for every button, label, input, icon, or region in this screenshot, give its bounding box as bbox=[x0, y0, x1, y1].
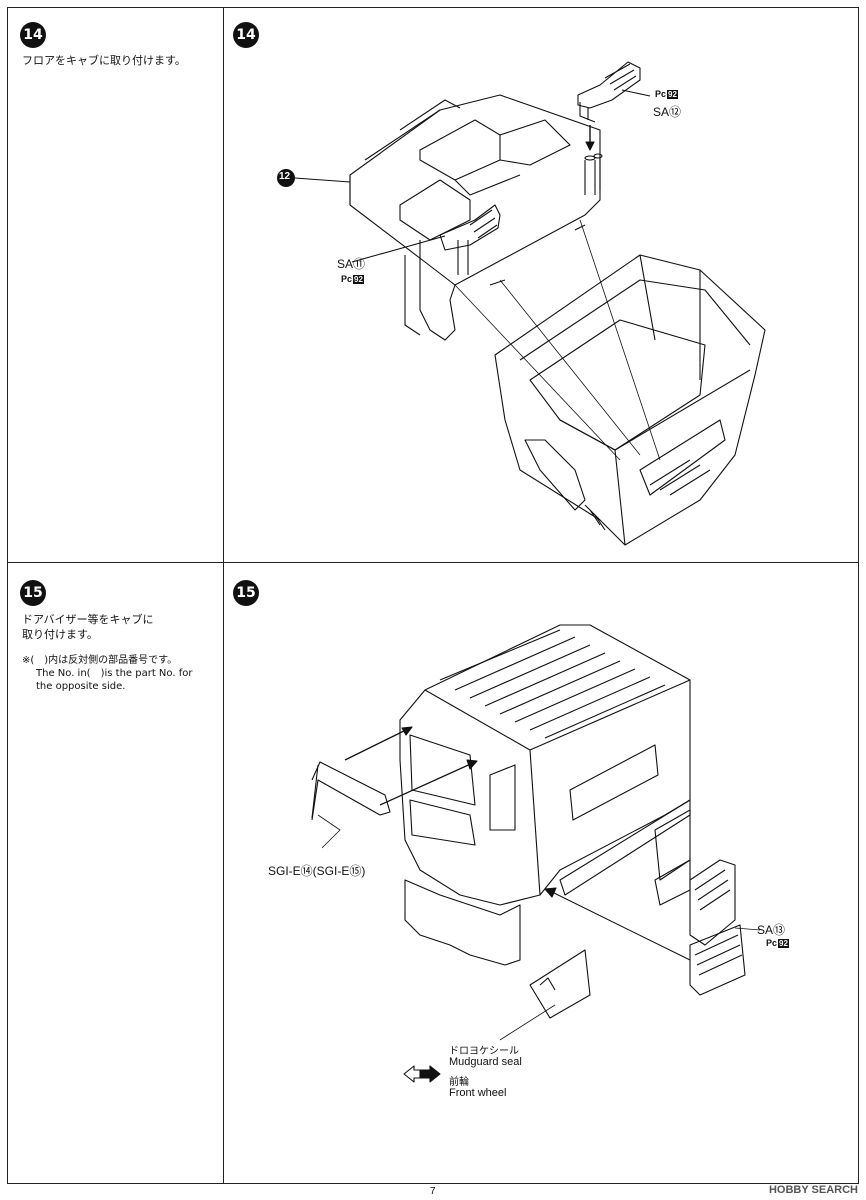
page-number: 7 bbox=[430, 1186, 436, 1197]
page-frame bbox=[7, 7, 859, 1184]
mudguard-label-en: Mudguard seal bbox=[449, 1056, 522, 1068]
door-visor-drawing bbox=[311, 761, 391, 821]
visor-part-label: SGI-E⑭(SGI-E⑮) bbox=[268, 864, 366, 878]
cab-exterior-drawing bbox=[399, 624, 691, 966]
step-15-note-jp: ※( )内は反対側の部品番号です。 bbox=[22, 655, 178, 666]
mudguard-seal-drawing bbox=[529, 949, 591, 1019]
step-15-note-en-2: the opposite side. bbox=[36, 681, 126, 692]
step-15-note-en-1: The No. in( )is the part No. for bbox=[36, 668, 193, 679]
watermark: HOBBY SEARCH bbox=[768, 1184, 858, 1196]
part-12-badge bbox=[277, 169, 295, 187]
step-14-badge-right: 14 bbox=[233, 22, 259, 48]
leader-sa12 bbox=[621, 89, 651, 97]
section-divider bbox=[7, 562, 859, 563]
sa11-part-drawing bbox=[439, 204, 501, 251]
arrowhead-sa12 bbox=[585, 141, 595, 151]
side-seal-drawing bbox=[654, 809, 691, 906]
front-wheel-label-jp: 前輪 bbox=[449, 1077, 469, 1088]
front-wheel-label-en: Front wheel bbox=[449, 1087, 507, 1099]
leader-sa13 bbox=[734, 927, 761, 931]
sa12-part-drawing bbox=[577, 61, 641, 123]
arrow-visor-upper bbox=[344, 727, 411, 761]
floor-panel-drawing bbox=[349, 94, 603, 341]
column-divider bbox=[223, 7, 224, 1184]
step-15-badge-right: 15 bbox=[233, 580, 259, 606]
leader-mudguard bbox=[499, 1004, 556, 1041]
sa11-label: SA⑪ bbox=[337, 257, 366, 271]
arrow-visor-lower bbox=[379, 761, 476, 806]
step-14-instruction: フロアをキャブに取り付けます。 bbox=[22, 54, 186, 67]
step-15-instruction-line2: 取り付けます。 bbox=[22, 628, 98, 641]
leader-visor bbox=[317, 814, 341, 849]
leader-floor bbox=[294, 177, 351, 183]
cab-interior-drawing bbox=[494, 254, 766, 546]
sa13-label: SA⑬ bbox=[757, 923, 786, 937]
step-14-badge-left: 14 bbox=[20, 22, 46, 48]
step-15-instruction-line1: ドアバイザー等をキャブに bbox=[22, 613, 154, 626]
floor-part-number: 12 bbox=[279, 171, 291, 182]
leader-sa11 bbox=[351, 235, 446, 263]
mudguard-label-jp: ドロヨケシール bbox=[449, 1046, 519, 1057]
front-wheel-direction-arrow bbox=[403, 1065, 441, 1083]
arrow-mirror bbox=[547, 889, 691, 961]
sa12-label: SA⑫ bbox=[653, 105, 682, 119]
sa13-mirror-drawing bbox=[689, 859, 746, 996]
step-15-badge-left: 15 bbox=[20, 580, 46, 606]
alignment-lines-14 bbox=[454, 219, 661, 461]
